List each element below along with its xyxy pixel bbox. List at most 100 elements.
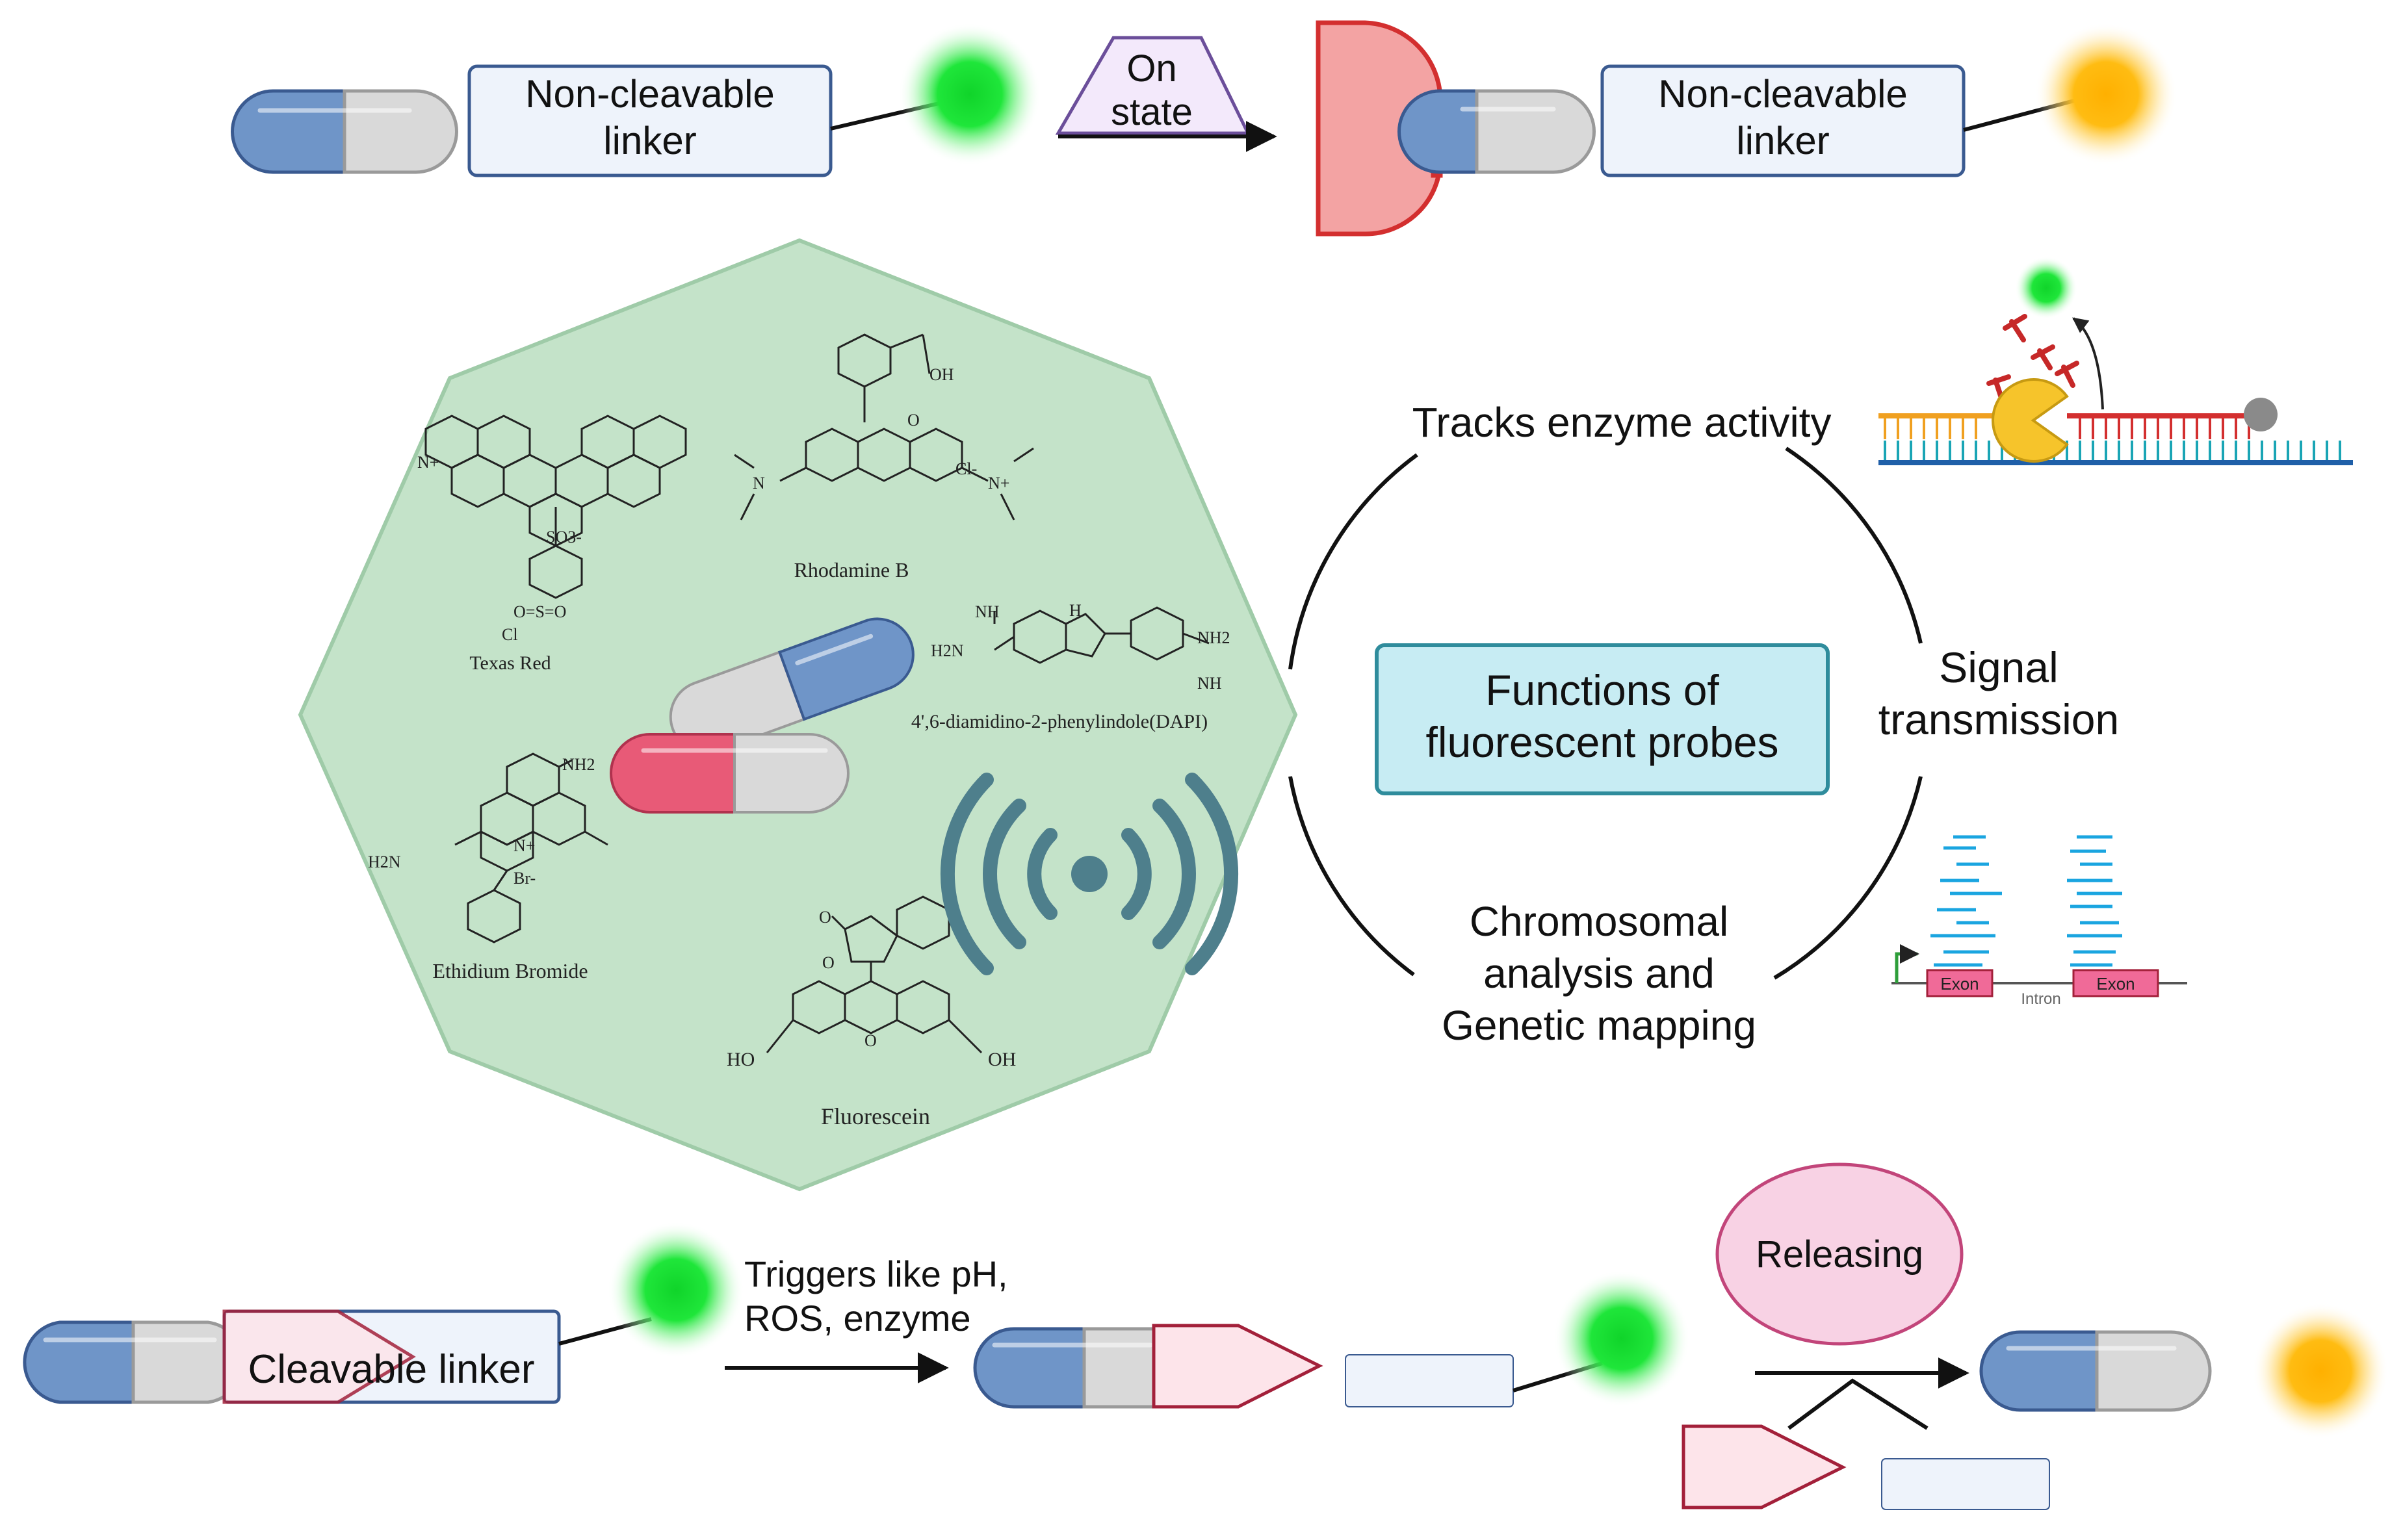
octagon-panel: N+ SO3- O=S=O Cl Texas Red OH O Cl- N N+…: [298, 238, 1298, 1192]
linker-label-top-left-line1: Non-cleavable: [525, 72, 775, 116]
dapi-nh2: NH2: [1197, 628, 1230, 647]
triggers-line2: ROS, enzyme: [744, 1298, 971, 1339]
curved-arrow: [2072, 317, 2104, 410]
arc-upper-left: [1288, 453, 1418, 670]
fluorescein-ho: HO: [727, 1049, 755, 1070]
capsule-front: [610, 733, 850, 814]
texas-red-oso: O=S=O: [513, 602, 566, 621]
functions-circle: Functions of fluorescent probes Tracks e…: [1288, 399, 2119, 1049]
linker-box-top-right: [1600, 64, 1966, 177]
exon-label-right: Exon: [2096, 974, 2135, 994]
texas-red-n-plus: N+: [417, 453, 439, 472]
bottom-row: Cleavable linker Triggers like pH, ROS, …: [23, 1162, 2389, 1510]
arc-lower-left: [1288, 776, 1415, 977]
dapi-nh-right: NH: [1197, 674, 1222, 693]
dapi-h: H: [1069, 601, 1082, 620]
signal-label-line2: transmission: [1878, 695, 2119, 743]
release-branch: [1787, 1378, 1929, 1430]
releasing-label: Releasing: [1756, 1233, 1923, 1276]
intron-label: Intron: [2021, 990, 2060, 1008]
cleavable-pentagon-icon: [222, 1309, 416, 1404]
pacman-enzyme-icon: [1992, 378, 2069, 463]
rhodamine-b-structure: [734, 333, 1034, 520]
arc-upper-right: [1785, 446, 1923, 644]
enzyme-label: Tracks enzyme activity: [1412, 399, 1832, 446]
cleavable-linker-label: Cleavable linker: [248, 1347, 534, 1392]
capsule-top-right: [1397, 89, 1596, 174]
green-fluorophore-bottom-right: [1553, 1270, 1690, 1407]
rhodamine-b-label: Rhodamine B: [794, 558, 909, 582]
exon-box-left: [1926, 969, 1994, 997]
exon-label-left: Exon: [1940, 974, 1979, 994]
signal-waves-icon: [941, 773, 1238, 975]
capsule-bottom-middle: [973, 1327, 1156, 1409]
fluorescein-o-top: O: [819, 908, 831, 927]
on-state-line2: state: [1111, 91, 1193, 133]
reads-right: [2067, 835, 2122, 967]
ethidium-nh2: NH2: [562, 755, 595, 774]
pentagon-bottom-middle: [1152, 1324, 1323, 1409]
on-state-line1: On: [1126, 47, 1176, 90]
rhodamine-oh: OH: [929, 365, 954, 384]
green-fluorophore-bottom-left: [608, 1222, 744, 1358]
chromosomal-label-line1: Chromosomal: [1470, 898, 1728, 945]
center-label-line2: fluorescent probes: [1426, 718, 1779, 766]
texas-red-label: Texas Red: [469, 652, 551, 674]
rhodamine-o: O: [907, 411, 920, 430]
orange-fluorophore-bottom: [2252, 1303, 2389, 1439]
rhodamine-clminus: Cl-: [955, 459, 977, 478]
texas-red-structure: [424, 415, 687, 599]
dapi-h2n: H2N: [931, 641, 964, 660]
capsule-back: [669, 617, 915, 754]
center-box: [1375, 643, 1830, 795]
fluorescein-oh: OH: [988, 1049, 1016, 1070]
linker-label-top-left-line2: linker: [603, 119, 696, 162]
ethidium-h2n: H2N: [368, 853, 401, 871]
capsule-bottom-left: [23, 1320, 245, 1404]
receptor-shape: [1316, 20, 1443, 237]
linker-fragment-middle: [1345, 1354, 1514, 1407]
gene-mapping-illustration: Exon Exon Intron: [1891, 835, 2187, 1008]
chromosomal-label-line3: Genetic mapping: [1442, 1002, 1756, 1049]
dna-strands: [1878, 398, 2353, 465]
ethidium-structure: [454, 752, 608, 943]
green-fluorophore-top: [898, 23, 1041, 166]
quencher-dot: [2244, 398, 2278, 431]
green-dot-enzyme: [2015, 257, 2077, 319]
rhodamine-n: N: [753, 474, 765, 493]
capsule-bottom-right: [1979, 1330, 2212, 1412]
reads-left: [1930, 835, 2002, 967]
dapi-nh-top: NH: [975, 602, 1000, 621]
linker-fragment-released: [1881, 1458, 2050, 1510]
texas-red-so3: SO3-: [546, 528, 582, 546]
rhodamine-nplus: N+: [988, 474, 1009, 493]
pentagon-released: [1682, 1424, 1847, 1509]
linker-label-top-right-line2: linker: [1736, 119, 1829, 162]
dapi-structure: [993, 606, 1210, 664]
promoter-arrow-icon: [1895, 944, 1919, 983]
ethidium-brminus: Br-: [513, 869, 536, 888]
linker-box-top-left: [467, 64, 833, 177]
arc-lower-right: [1773, 776, 1923, 980]
exon-box-right: [2072, 969, 2159, 997]
fluorescein-structure: [766, 895, 983, 1054]
enzyme-activity-illustration: [1878, 257, 2353, 465]
fluorescein-o-center: O: [864, 1031, 877, 1050]
fluorescein-label: Fluorescein: [821, 1103, 930, 1129]
top-row: Non-cleavable linker On state Non-cleava…: [231, 20, 2177, 237]
capsule-top-left: [231, 89, 458, 174]
triggers-line1: Triggers like pH,: [744, 1253, 1008, 1294]
texas-red-cl: Cl: [502, 625, 518, 644]
fluorescein-o-ring: O: [822, 953, 835, 972]
releasing-bubble: [1715, 1162, 1964, 1346]
dapi-label: 4',6-diamidino-2-phenylindole(DAPI): [911, 711, 1208, 732]
ethidium-nplus: N+: [513, 836, 535, 855]
signal-label-line1: Signal: [1939, 643, 2058, 691]
orange-fluorophore-top: [2034, 23, 2177, 166]
center-label-line1: Functions of: [1485, 666, 1719, 714]
chromosomal-label-line2: analysis and: [1483, 950, 1715, 997]
ethidium-bromide-label: Ethidium Bromide: [432, 959, 588, 982]
linker-label-top-right-line1: Non-cleavable: [1658, 72, 1908, 116]
